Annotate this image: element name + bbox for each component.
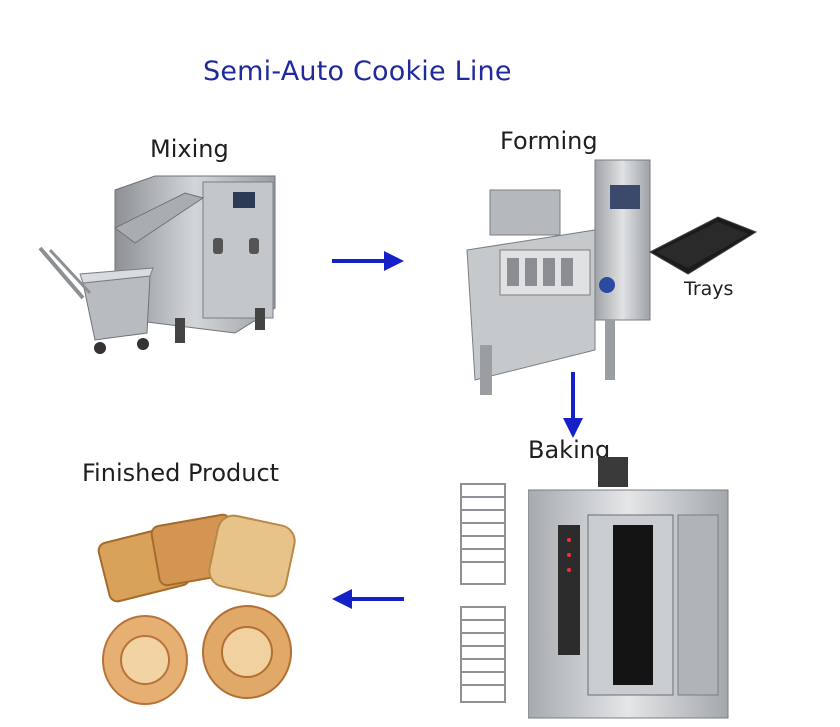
- trolley-racks-image: [460, 483, 506, 703]
- cookies-image: [97, 513, 296, 705]
- tray-image: [648, 216, 758, 275]
- arrow-right-icon: [332, 251, 404, 271]
- forming-label: Forming: [500, 127, 598, 155]
- baking-label: Baking: [528, 436, 611, 464]
- finished-product-label: Finished Product: [82, 459, 280, 487]
- arrow-down-icon: [563, 372, 583, 438]
- forming-machine-image: [466, 159, 651, 395]
- mixing-label: Mixing: [150, 135, 229, 163]
- mixing-machine-image: [38, 175, 276, 354]
- diagram-title: Semi-Auto Cookie Line: [203, 56, 512, 87]
- trays-label: Trays: [684, 278, 734, 300]
- rotary-oven-image: [528, 457, 729, 719]
- arrow-left-icon: [332, 589, 404, 609]
